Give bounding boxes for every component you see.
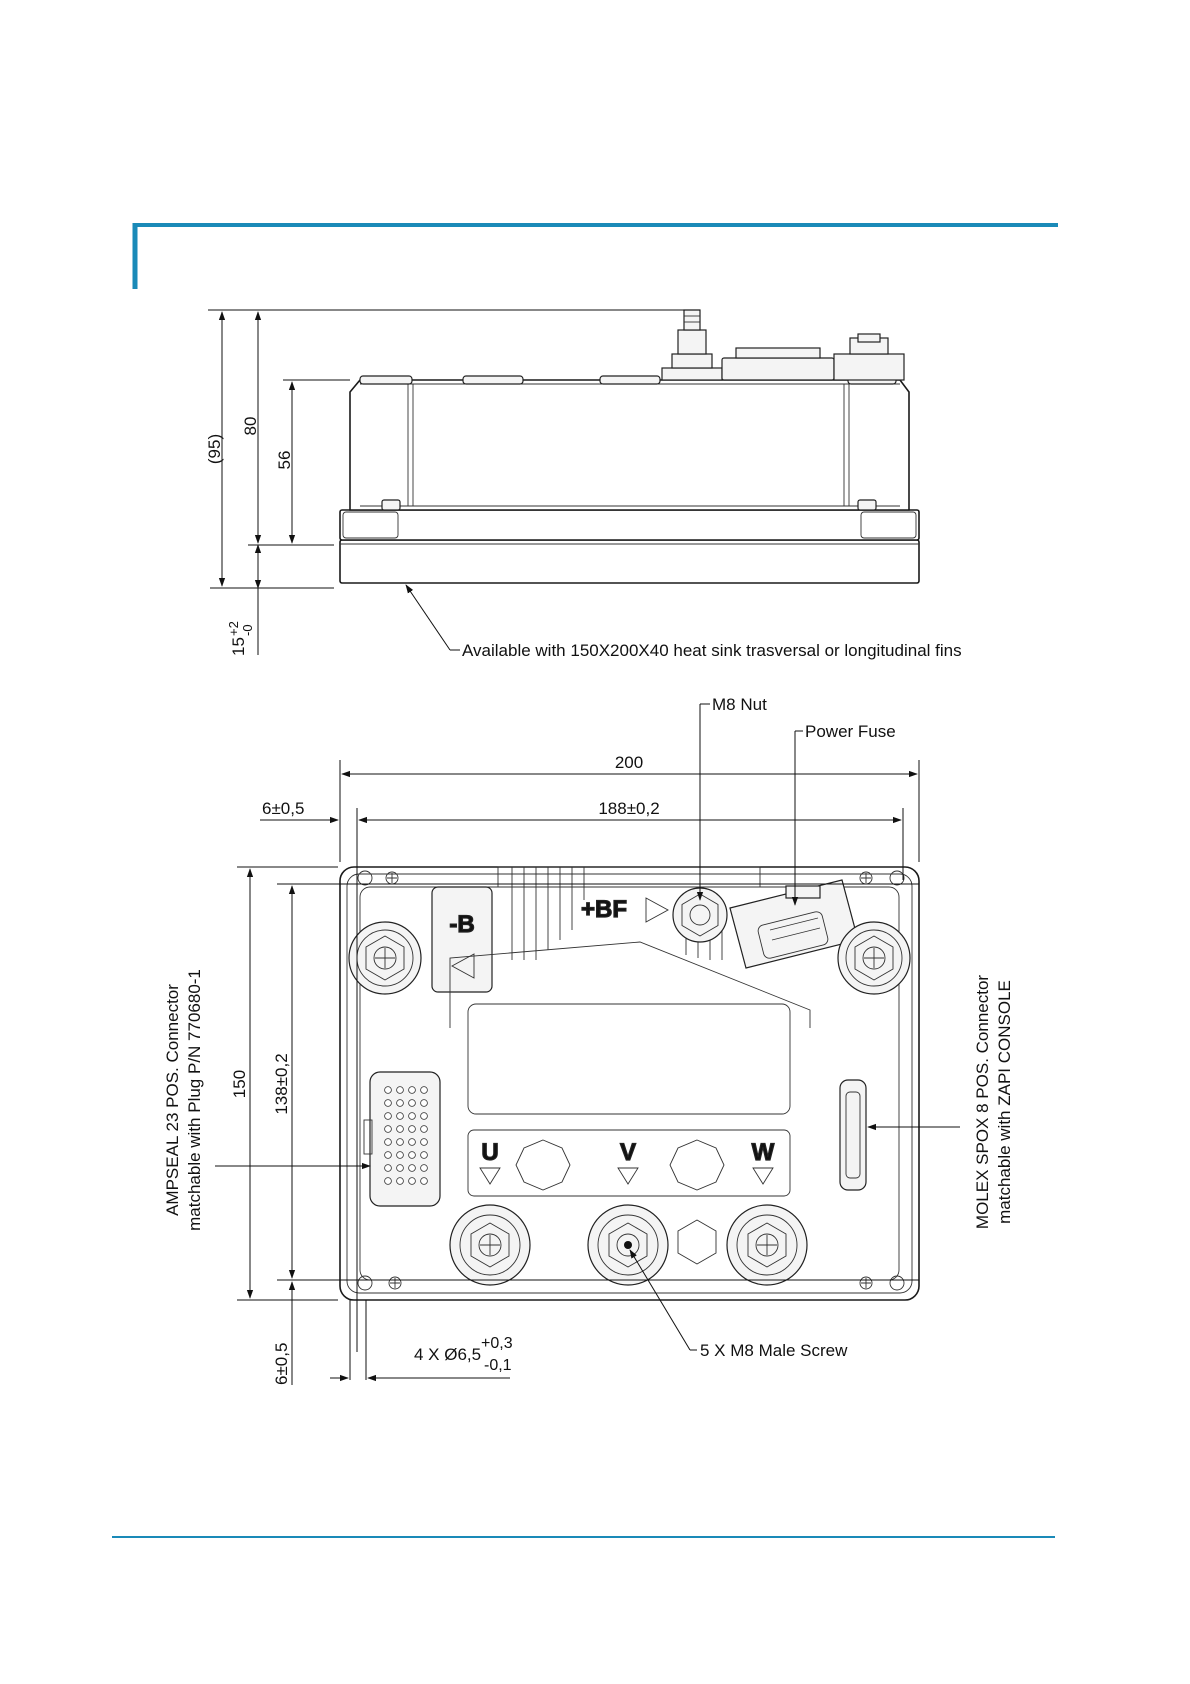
dim-15-label: 15 (229, 637, 248, 656)
connector-pin (420, 1164, 428, 1172)
center-panel-outline (449, 941, 811, 1028)
phase-v-label: V (620, 1139, 636, 1166)
connector-pin (408, 1138, 416, 1146)
m8-nut-stud (661, 309, 723, 381)
connector-pin (396, 1151, 404, 1159)
connector-pin (408, 1112, 416, 1120)
connector-pin (384, 1164, 392, 1172)
spare-hex-boss (677, 1219, 717, 1265)
connector-pin (396, 1099, 404, 1107)
minus-b-label: -B (449, 911, 474, 938)
molex-label-line2: matchable with ZAPI CONSOLE (995, 980, 1014, 1224)
connector-pin (420, 1086, 428, 1094)
m8-nut-label: M8 Nut (712, 695, 767, 714)
side-view: (95) 80 56 15 +2 -0 Available with 150X2… (205, 309, 962, 660)
ampseal-connector (363, 1071, 441, 1207)
connector-pin (408, 1177, 416, 1185)
dim-6-bottom-label: 6±0,5 (272, 1343, 291, 1385)
connector-pin (420, 1177, 428, 1185)
phase-w-terminal (726, 1204, 808, 1286)
heat-sink-note: Available with 150X200X40 heat sink tras… (462, 641, 962, 660)
plus-b-terminal (837, 921, 911, 995)
header-bar (132, 223, 1058, 289)
dim-138-label: 138±0,2 (272, 1053, 291, 1114)
phase-u-label: U (481, 1139, 498, 1166)
center-display-panel (467, 1003, 791, 1115)
phase-v-terminal (587, 1204, 669, 1286)
mounting-flange (339, 509, 920, 541)
connector-pin (408, 1099, 416, 1107)
dim-56-label: 56 (275, 451, 294, 470)
connector-pin (420, 1151, 428, 1159)
connector-pin (384, 1151, 392, 1159)
dim-15-lower-tol: -0 (240, 624, 255, 636)
ampseal-label-line1: AMPSEAL 23 POS. Connector (163, 984, 182, 1216)
molex-connector (839, 1079, 867, 1191)
dim-150-label: 150 (230, 1070, 249, 1098)
connector-pin (420, 1112, 428, 1120)
controller-housing (349, 379, 910, 511)
dim-15-upper-tol: +2 (226, 621, 241, 636)
connector-pin (396, 1112, 404, 1120)
phase-w-label: W (752, 1139, 775, 1166)
dim-188-label: 188±0,2 (598, 799, 659, 818)
connector-pin (384, 1125, 392, 1133)
dim-95-label: (95) (205, 434, 224, 464)
mounting-holes (357, 870, 905, 1291)
connector-pin (396, 1164, 404, 1172)
phase-u-terminal (449, 1204, 531, 1286)
connector-pin (408, 1086, 416, 1094)
ampseal-label-line2: matchable with Plug P/N 770680-1 (185, 969, 204, 1231)
connector-pin (384, 1099, 392, 1107)
dim-200-label: 200 (615, 753, 643, 772)
connector-pin (408, 1151, 416, 1159)
hole-tol-lower: -0,1 (484, 1357, 512, 1374)
connector-pin (420, 1099, 428, 1107)
hole-tol-upper: +0,3 (481, 1335, 513, 1352)
connector-pin (396, 1138, 404, 1146)
hole-dim-label: 4 X Ø6,5 (414, 1345, 481, 1364)
m8-nut-top (672, 887, 728, 943)
minus-b-terminal: -B (348, 886, 493, 995)
phase-panel (467, 1129, 791, 1197)
dim-6-top-label: 6±0,5 (262, 799, 304, 818)
plus-bf-label: +BF (581, 896, 627, 923)
male-screw-label: 5 X M8 Male Screw (700, 1341, 848, 1360)
dim-80-label: 80 (241, 417, 260, 436)
terminal-stud-side (833, 333, 905, 381)
connector-pin (384, 1112, 392, 1120)
molex-label-line1: MOLEX SPOX 8 POS. Connector (973, 975, 992, 1230)
connector-pin (384, 1177, 392, 1185)
top-view: -B +BF (163, 695, 1014, 1385)
power-fuse-side (721, 347, 835, 381)
connector-pin (420, 1138, 428, 1146)
connector-pin (408, 1164, 416, 1172)
power-fuse-label: Power Fuse (805, 722, 896, 741)
heat-sink-base (339, 539, 920, 584)
connector-pin (396, 1125, 404, 1133)
connector-pin (408, 1125, 416, 1133)
connector-pin (396, 1086, 404, 1094)
connector-pin (420, 1125, 428, 1133)
connector-pin (396, 1177, 404, 1185)
connector-pin (384, 1138, 392, 1146)
connector-pin (384, 1086, 392, 1094)
